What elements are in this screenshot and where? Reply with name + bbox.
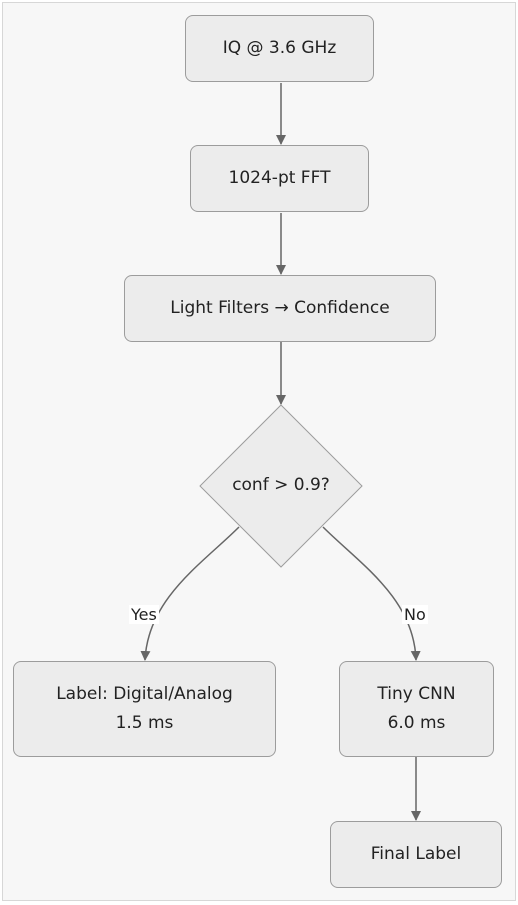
node-tiny-cnn: Tiny CNN 6.0 ms	[339, 661, 494, 757]
node-final-label-text: Final Label	[370, 844, 462, 864]
node-iq-input: IQ @ 3.6 GHz	[185, 15, 374, 82]
edge-decision-to-label	[140, 526, 240, 661]
node-iq-label: IQ @ 3.6 GHz	[222, 38, 337, 58]
edge-decision-to-cnn	[322, 526, 421, 661]
decision-label: conf > 0.9?	[232, 475, 330, 495]
edge-label-no: No	[402, 605, 428, 624]
node-light-filters: Light Filters → Confidence	[124, 275, 436, 342]
node-fft: 1024-pt FFT	[190, 145, 369, 212]
node-final-label: Final Label	[330, 821, 502, 888]
node-cnn-line1: Tiny CNN	[377, 684, 456, 704]
edge-label-yes: Yes	[129, 605, 159, 624]
node-light-filters-label: Light Filters → Confidence	[170, 298, 390, 318]
node-label-line2: 1.5 ms	[115, 713, 174, 733]
node-label-digital-analog: Label: Digital/Analog 1.5 ms	[13, 661, 276, 757]
flowchart-edges	[140, 83, 421, 821]
decision-diamond	[199, 404, 363, 568]
node-label-line1: Label: Digital/Analog	[56, 684, 233, 704]
node-cnn-line2: 6.0 ms	[387, 713, 446, 733]
node-fft-label: 1024-pt FFT	[228, 168, 331, 188]
